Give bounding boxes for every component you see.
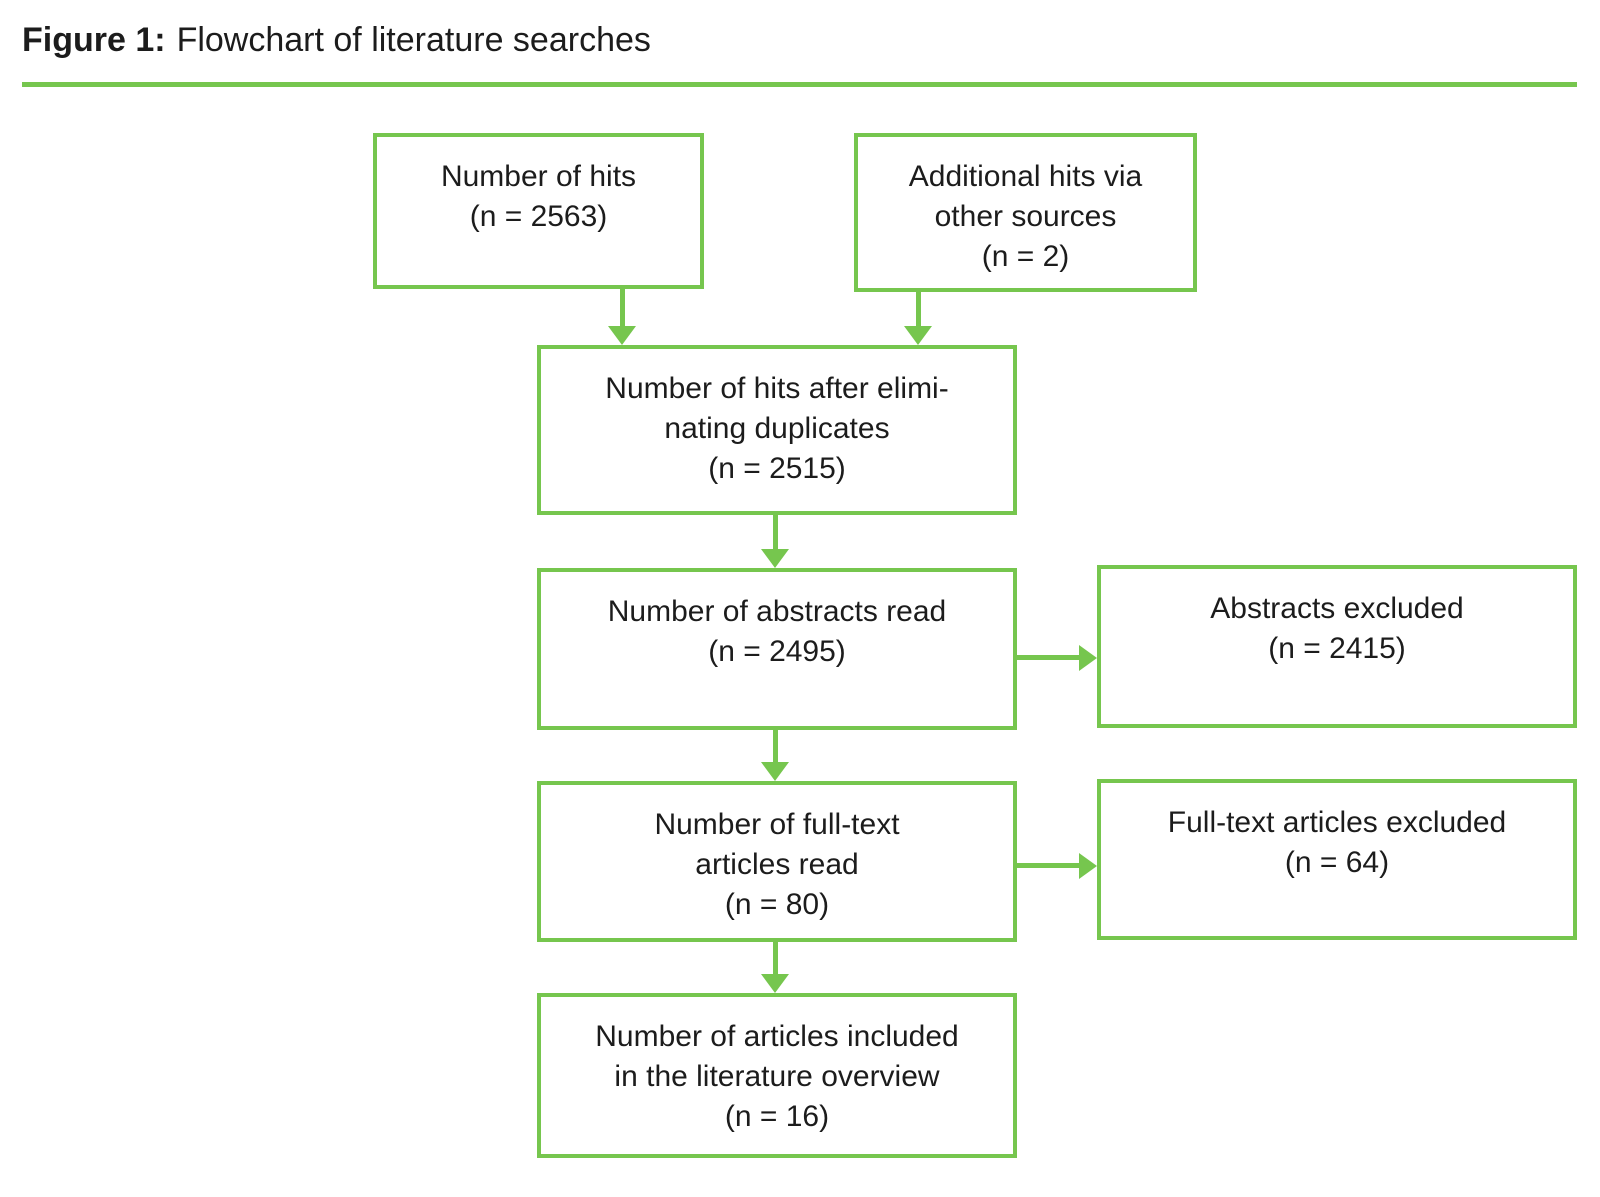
node-text-line: Full-text articles excluded bbox=[1167, 806, 1507, 839]
node-text-line: Number of abstracts read bbox=[607, 595, 947, 628]
arrow-head-right-icon bbox=[1079, 853, 1097, 879]
node-text-line: Number of hits after elimi- bbox=[605, 372, 949, 405]
node-text-line: Number of articles included bbox=[595, 1020, 959, 1053]
node-abstracts-excluded: Abstracts excluded (n = 2415) bbox=[1097, 565, 1577, 728]
node-text-line: (n = 2495) bbox=[708, 635, 846, 668]
figure-caption: Figure 1: Flowchart of literature searche… bbox=[22, 18, 651, 62]
arrow-head-right-icon bbox=[1079, 645, 1097, 671]
node-text-line: (n = 16) bbox=[724, 1100, 830, 1133]
arrow-line bbox=[773, 941, 778, 976]
node-additional-hits: Additional hits via other sources (n = 2… bbox=[854, 133, 1197, 292]
node-text-line: (n = 2) bbox=[981, 240, 1070, 273]
arrow-line bbox=[916, 291, 921, 328]
node-text-line: (n = 2563) bbox=[469, 200, 608, 233]
arrow-head-down-icon bbox=[761, 549, 789, 568]
figure-label: Figure 1: bbox=[22, 21, 166, 59]
node-text-line: other sources bbox=[934, 200, 1117, 233]
node-text-line: nating duplicates bbox=[664, 412, 890, 445]
node-articles-included: Number of articles included in the liter… bbox=[537, 993, 1017, 1158]
title-divider-rule bbox=[22, 82, 1577, 87]
arrow-line bbox=[773, 729, 778, 764]
node-text-line: Number of hits bbox=[440, 160, 637, 193]
node-text-line: (n = 64) bbox=[1284, 846, 1390, 879]
node-abstracts-read: Number of abstracts read (n = 2495) bbox=[537, 568, 1017, 730]
arrow-line bbox=[1015, 655, 1081, 660]
node-text-line: in the literature overview bbox=[614, 1060, 940, 1093]
arrow-head-down-icon bbox=[608, 326, 636, 345]
node-text-line: Abstracts excluded bbox=[1210, 592, 1464, 625]
node-text-line: articles read bbox=[695, 848, 859, 881]
arrow-head-down-icon bbox=[761, 974, 789, 993]
node-text-line: Additional hits via bbox=[908, 160, 1143, 193]
node-hits-after-deduplication: Number of hits after elimi- nating dupli… bbox=[537, 345, 1017, 515]
node-text-line: (n = 2415) bbox=[1268, 632, 1406, 665]
node-fulltext-read: Number of full-text articles read (n = 8… bbox=[537, 781, 1017, 942]
arrow-line bbox=[1015, 863, 1081, 868]
arrow-line bbox=[773, 514, 778, 551]
node-text-line: (n = 2515) bbox=[708, 452, 846, 485]
arrow-line bbox=[620, 288, 625, 328]
figure-title-text: Flowchart of literature searches bbox=[176, 21, 651, 59]
arrow-head-down-icon bbox=[904, 326, 932, 345]
arrow-head-down-icon bbox=[761, 762, 789, 781]
node-fulltext-excluded: Full-text articles excluded (n = 64) bbox=[1097, 779, 1577, 940]
node-number-of-hits: Number of hits (n = 2563) bbox=[373, 133, 704, 289]
node-text-line: Number of full-text bbox=[654, 808, 900, 841]
node-text-line: (n = 80) bbox=[724, 888, 830, 921]
